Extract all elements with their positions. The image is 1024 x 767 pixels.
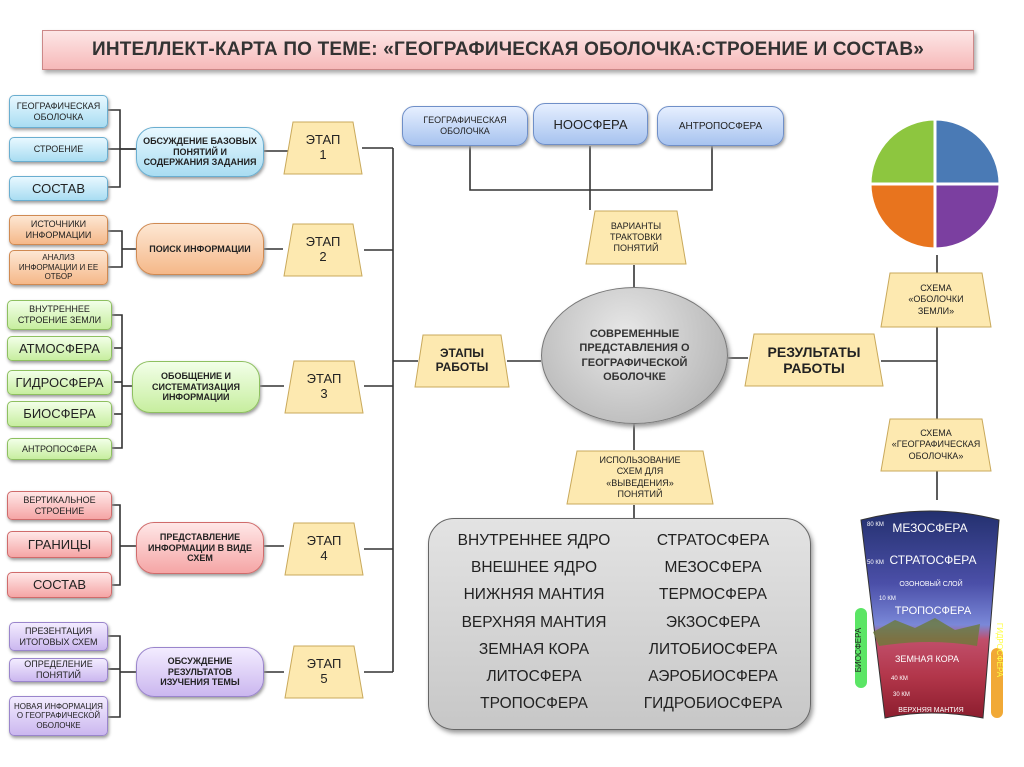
stage-4-label: ЭТАП 4 [306, 533, 342, 563]
concept-geo-shell: ГЕОГРАФИЧЕСКАЯ ОБОЛОЧКА [402, 106, 528, 146]
spheres-column: СТРАТОСФЕРА МЕЗОСФЕРА ТЕРМОСФЕРА ЭКЗОСФЕ… [625, 527, 801, 717]
item-new-info: НОВАЯ ИНФОРМАЦИЯ О ГЕОГРАФИЧЕСКОЙ ОБОЛОЧ… [9, 696, 108, 736]
item-anthroposphere: АНТРОПОСФЕРА [7, 438, 112, 460]
item-structure: СТРОЕНИЕ [9, 137, 108, 162]
sphere-item: АЭРОБИОСФЕРА [648, 667, 778, 685]
activity-stage-1: ОБСУЖДЕНИЕ БАЗОВЫХ ПОНЯТИЙ И СОДЕРЖАНИЯ … [136, 127, 264, 177]
layer-item: ВНУТРЕННЕЕ ЯДРО [457, 532, 611, 549]
scheme-label: ТРОПОСФЕРА [895, 605, 972, 617]
concept-noosphere: НООСФЕРА [533, 103, 648, 145]
layers-list-box: ВНУТРЕННЕЕ ЯДРО ВНЕШНЕЕ ЯДРО НИЖНЯЯ МАНТ… [428, 518, 811, 730]
item-biosphere: БИОСФЕРА [7, 401, 112, 427]
stage-2-label: ЭТАП 2 [305, 234, 341, 264]
scheme-label: ГИДРОСФЕРА [995, 623, 1004, 678]
layer-item: НИЖНЯЯ МАНТИЯ [463, 586, 605, 604]
activity-stage-3: ОБОБЩЕНИЕ И СИСТЕМАТИЗАЦИЯ ИНФОРМАЦИИ [132, 361, 260, 413]
item-geo-shell: ГЕОГРАФИЧЕСКАЯ ОБОЛОЧКА [9, 95, 108, 128]
stage-1-label: ЭТАП 1 [305, 132, 341, 162]
earth-layers-column: ВНУТРЕННЕЕ ЯДРО ВНЕШНЕЕ ЯДРО НИЖНЯЯ МАНТ… [443, 527, 625, 717]
layer-item: ЛИТОСФЕРА [486, 667, 582, 685]
usage-shape [566, 450, 714, 505]
stage-2-shape [283, 223, 363, 277]
scheme-label: 80 КМ [867, 522, 884, 528]
item-composition: СОСТАВ [9, 176, 108, 201]
variants-shape [585, 210, 687, 265]
item-atmosphere: АТМОСФЕРА [7, 336, 112, 361]
sphere-item: МЕЗОСФЕРА [664, 559, 762, 577]
center-node: СОВРЕМЕННЫЕ ПРЕДСТАВЛЕНИЯ О ГЕОГРАФИЧЕСК… [541, 287, 728, 424]
results-hub-shape [744, 333, 884, 387]
sphere-item: ГИДРОБИОСФЕРА [643, 695, 783, 713]
activity-stage-4: ПРЕДСТАВЛЕНИЕ ИНФОРМАЦИИ В ВИДЕ СХЕМ [136, 522, 264, 574]
item-sources: ИСТОЧНИКИ ИНФОРМАЦИИ [9, 215, 108, 245]
item-inner-structure: ВНУТРЕННЕЕ СТРОЕНИЕ ЗЕМЛИ [7, 300, 112, 330]
stage-3-label: ЭТАП 3 [306, 371, 342, 401]
scheme-label: 40 КМ [891, 676, 908, 682]
result-2-shape [880, 418, 992, 472]
scheme-label: 10 КМ [879, 596, 896, 602]
stages-hub-shape [414, 334, 510, 388]
item-vertical-structure: ВЕРТИКАЛЬНОЕ СТРОЕНИЕ [7, 491, 112, 520]
sphere-item: СТРАТОСФЕРА [656, 532, 770, 549]
item-borders: ГРАНИЦЫ [7, 531, 112, 558]
stage-4-shape [284, 522, 364, 576]
item-presentation: ПРЕЗЕНТАЦИЯ ИТОГОВЫХ СХЕМ [9, 622, 108, 651]
stage-3-shape [284, 360, 364, 414]
stages-hub: ЭТАПЫ РАБОТЫ [435, 346, 489, 374]
pie-scheme-icon [868, 117, 1002, 251]
scheme-label: ОЗОНОВЫЙ СЛОЙ [899, 579, 962, 588]
scheme-label: 30 КМ [893, 692, 910, 698]
layer-item: ВЕРХНЯЯ МАНТИЯ [461, 613, 607, 631]
page-title: ИНТЕЛЛЕКТ-КАРТА ПО ТЕМЕ: «ГЕОГРАФИЧЕСКАЯ… [42, 30, 974, 70]
variants-label: ВАРИАНТЫ ТРАКТОВКИ ПОНЯТИЙ [610, 220, 662, 254]
scheme-label: ВЕРХНЯЯ МАНТИЯ [898, 707, 963, 714]
item-definitions: ОПРЕДЕЛЕНИЕ ПОНЯТИЙ [9, 658, 108, 682]
sphere-item: ЛИТОБИОСФЕРА [648, 640, 778, 658]
stage-1-shape [283, 121, 363, 175]
result-1-shape [880, 272, 992, 328]
center-label: СОВРЕМЕННЫЕ ПРЕДСТАВЛЕНИЯ О ГЕОГРАФИЧЕСК… [579, 327, 690, 383]
item-analysis: АНАЛИЗ ИНФОРМАЦИИ И ЕЕ ОТБОР [9, 250, 108, 285]
scheme-label: БИОСФЕРА [855, 627, 863, 672]
scheme-label: ЗЕМНАЯ КОРА [895, 654, 959, 664]
item-composition-2: СОСТАВ [7, 572, 112, 598]
scheme-label: 50 КМ [867, 560, 884, 566]
layer-item: ЗЕМНАЯ КОРА [478, 640, 590, 658]
scheme-label: СТРАТОСФЕРА [890, 553, 977, 567]
activity-stage-2: ПОИСК ИНФОРМАЦИИ [136, 223, 264, 275]
item-hydrosphere: ГИДРОСФЕРА [7, 370, 112, 395]
stage-5-shape [284, 645, 364, 699]
stage-5-label: ЭТАП 5 [306, 656, 342, 686]
layer-item: ВНЕШНЕЕ ЯДРО [471, 559, 597, 577]
result-scheme-geo-shell: СХЕМА «ГЕОГРАФИЧЕСКАЯ ОБОЛОЧКА» [891, 428, 981, 461]
layer-item: ТРОПОСФЕРА [480, 695, 588, 713]
results-hub: РЕЗУЛЬТАТЫ РАБОТЫ [767, 343, 861, 376]
usage-label: ИСПОЛЬЗОВАНИЕ СХЕМ ДЛЯ «ВЫВЕДЕНИЯ» ПОНЯТ… [599, 455, 681, 499]
sphere-item: ТЕРМОСФЕРА [659, 586, 767, 604]
result-scheme-shells: СХЕМА «ОБОЛОЧКИ ЗЕМЛИ» [908, 283, 964, 316]
sphere-item: ЭКЗОСФЕРА [665, 613, 761, 631]
concept-anthroposphere: АНТРОПОСФЕРА [657, 106, 784, 146]
scheme-label: МЕЗОСФЕРА [892, 521, 967, 535]
activity-stage-5: ОБСУЖДЕНИЕ РЕЗУЛЬТАТОВ ИЗУЧЕНИЯ ТЕМЫ [136, 647, 264, 697]
geo-shell-scheme-image: МЕЗОСФЕРА СТРАТОСФЕРА ОЗОНОВЫЙ СЛОЙ ТРОП… [855, 510, 1004, 719]
